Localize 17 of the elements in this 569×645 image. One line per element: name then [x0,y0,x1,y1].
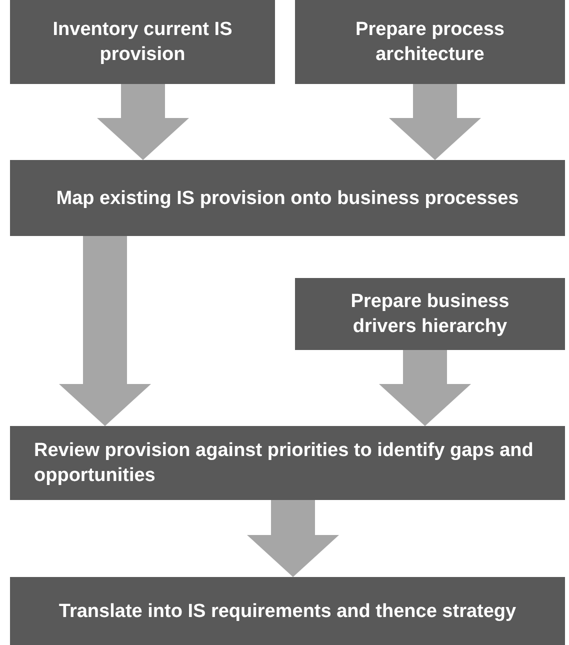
process-label: Review provision against priorities to identify gaps and opportunities [34,439,534,488]
process-label: Prepare process architecture [354,18,506,67]
process-label: Prepare business drivers hierarchy [350,290,510,339]
process-box [295,0,565,84]
process-label: Inventory current IS provision [52,18,234,67]
process-box [10,577,565,645]
block-arrow [379,350,471,426]
process-box [295,278,565,350]
process-box [10,426,565,500]
process-label: Map existing IS provision onto business processes [56,186,519,210]
block-arrow [59,236,151,426]
process-box [10,160,565,236]
block-arrow [247,500,339,577]
process-label: Translate into IS requirements and thence strategy [58,600,516,624]
block-arrow [389,84,481,160]
process-box [10,0,275,84]
block-arrow [97,84,189,160]
